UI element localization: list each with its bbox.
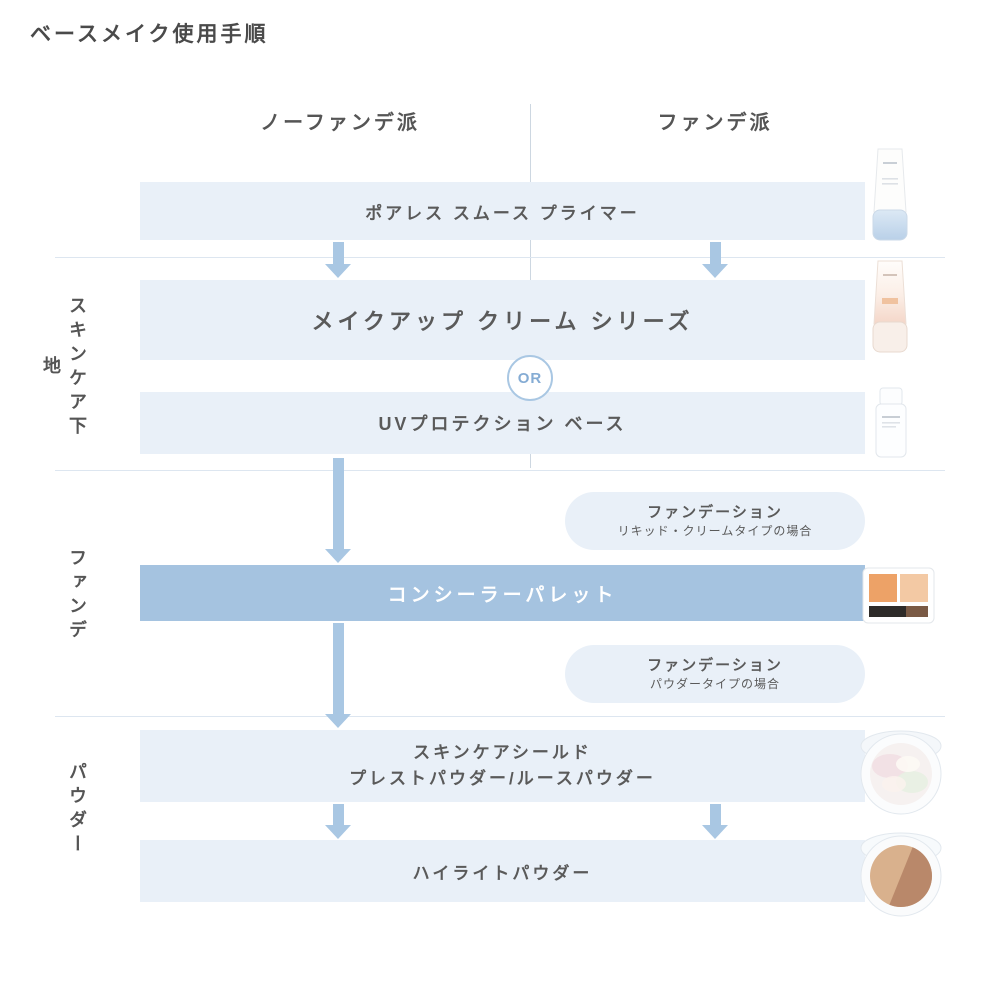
arrow-down-icon: [325, 458, 351, 563]
arrow-down-icon: [325, 242, 351, 278]
page-title: ベースメイク使用手順: [30, 23, 269, 46]
step-concealer-label: コンシーラーパレット: [387, 584, 618, 606]
step-foundation-powder: ファンデーション パウダータイプの場合: [565, 645, 865, 703]
column-header-no-foundation: ノーファンデ派: [260, 112, 420, 134]
side-label-foundation: ファンデ: [67, 548, 87, 644]
step-primer-label: ポアレス スムース プライマー: [365, 203, 640, 223]
product-makeup-cream-image: [864, 258, 916, 356]
arrow-down-icon: [702, 242, 728, 278]
step-highlight: ハイライトパウダー: [140, 840, 865, 902]
column-header-foundation: ファンデ派: [657, 112, 773, 134]
step-concealer: コンシーラーパレット: [140, 565, 865, 621]
step-uv-base: UVプロテクション ベース: [140, 392, 865, 454]
step-primer: ポアレス スムース プライマー: [140, 182, 865, 240]
arrow-down-icon: [702, 804, 728, 839]
product-concealer-palette-image: [862, 567, 936, 625]
step-foundation-liquid-title: ファンデーション: [647, 504, 783, 522]
section-separator-1: [55, 257, 945, 258]
step-makeup-cream-label: メイクアップ クリーム シリーズ: [311, 309, 694, 334]
step-skincare-shield-line1: スキンケアシールド: [413, 742, 592, 762]
step-skincare-shield: スキンケアシールド プレストパウダー/ルースパウダー: [140, 730, 865, 802]
product-primer-image: [864, 146, 916, 244]
step-highlight-label: ハイライトパウダー: [412, 863, 593, 883]
step-skincare-shield-line2: プレストパウダー/ルースパウダー: [349, 769, 656, 788]
step-makeup-cream: メイクアップ クリーム シリーズ: [140, 280, 865, 360]
side-label-powder: パウダー: [67, 762, 87, 858]
or-badge: OR: [507, 355, 553, 401]
step-foundation-liquid-subtitle: リキッド・クリームタイプの場合: [617, 524, 813, 539]
side-label-skincare-base: スキンケア下地: [41, 296, 87, 440]
arrow-down-icon: [325, 623, 351, 728]
arrow-down-icon: [325, 804, 351, 839]
product-uv-base-image: [868, 384, 914, 462]
product-highlight-compact-image: [856, 826, 946, 918]
step-foundation-powder-subtitle: パウダータイプの場合: [649, 677, 780, 692]
step-foundation-liquid: ファンデーション リキッド・クリームタイプの場合: [565, 492, 865, 550]
section-separator-2: [55, 470, 945, 471]
or-badge-label: OR: [517, 369, 543, 387]
step-foundation-powder-title: ファンデーション: [647, 657, 783, 675]
section-separator-3: [55, 716, 945, 717]
step-uv-base-label: UVプロテクション ベース: [378, 414, 627, 434]
product-skincare-shield-compact-image: [856, 724, 946, 816]
